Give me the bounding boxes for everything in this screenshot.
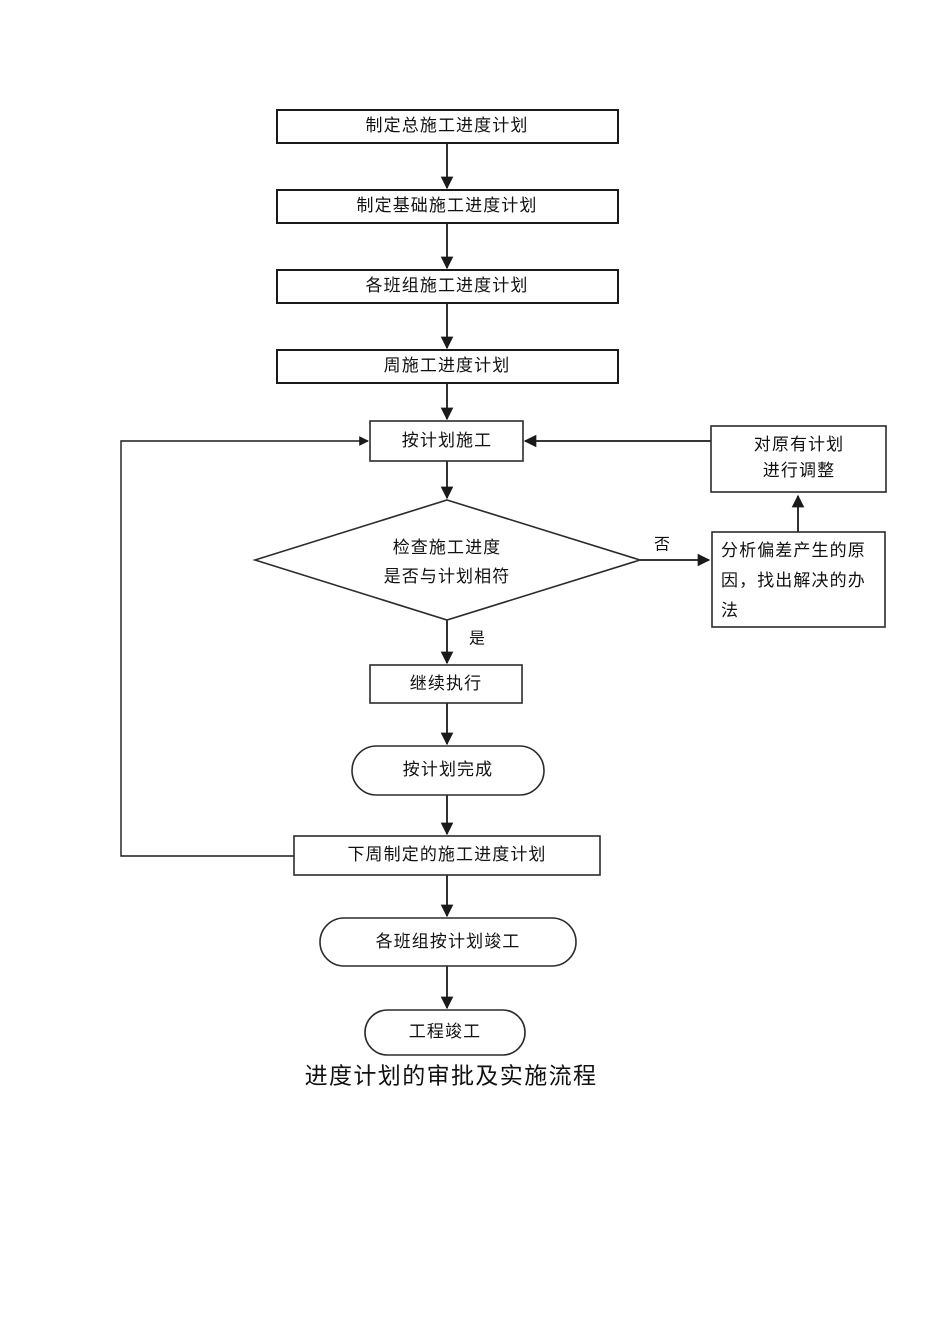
node-shape-rect bbox=[369, 664, 523, 704]
node-label: 按计划完成 bbox=[403, 760, 494, 779]
node-label-line1: 分析偏差产生的原 bbox=[721, 541, 866, 560]
node-team-schedule[interactable]: 各班组施工进度计划 bbox=[276, 269, 619, 304]
node-next-week-schedule[interactable]: 下周制定的施工进度计划 bbox=[293, 835, 601, 876]
edges-layer bbox=[120, 143, 805, 1010]
node-shape-diamond bbox=[252, 499, 643, 621]
node-continue-execution[interactable]: 继续执行 bbox=[369, 664, 523, 704]
diagram-caption: 进度计划的审批及实施流程 bbox=[305, 1063, 598, 1088]
node-label: 下周制定的施工进度计划 bbox=[347, 845, 546, 864]
node-label-line1: 检查施工进度 bbox=[393, 538, 502, 557]
node-label-line2: 进行调整 bbox=[763, 461, 835, 480]
node-teams-finish-per-plan[interactable]: 各班组按计划竣工 bbox=[319, 917, 577, 967]
node-label-line2: 是否与计划相符 bbox=[384, 567, 511, 586]
node-label: 各班组按计划竣工 bbox=[376, 932, 521, 951]
node-label: 制定总施工进度计划 bbox=[366, 116, 529, 135]
node-shape-rect bbox=[710, 425, 887, 493]
node-shape-rect bbox=[711, 531, 886, 628]
node-shape-stadium bbox=[319, 917, 577, 967]
node-label-line2: 因，找出解决的办 bbox=[721, 571, 866, 590]
node-adjust-original-plan[interactable]: 对原有计划 进行调整 bbox=[710, 425, 887, 493]
node-shape-stadium bbox=[364, 1009, 526, 1056]
node-shape-rect bbox=[369, 420, 524, 462]
node-shape-rect bbox=[293, 835, 601, 876]
edge-label-yes: 是 bbox=[469, 631, 485, 648]
node-make-master-schedule[interactable]: 制定总施工进度计划 bbox=[276, 109, 619, 144]
node-shape-rect bbox=[276, 109, 619, 144]
node-shape-rect bbox=[276, 349, 619, 384]
node-check-progress-decision[interactable]: 检查施工进度 是否与计划相符 bbox=[252, 499, 643, 621]
node-shape-rect bbox=[276, 189, 619, 224]
node-label: 制定基础施工进度计划 bbox=[357, 196, 538, 215]
node-label: 周施工进度计划 bbox=[384, 356, 511, 375]
node-analyze-deviation[interactable]: 分析偏差产生的原 因，找出解决的办 法 bbox=[711, 531, 886, 628]
node-weekly-schedule[interactable]: 周施工进度计划 bbox=[276, 349, 619, 384]
node-label: 继续执行 bbox=[410, 674, 482, 693]
node-label: 按计划施工 bbox=[402, 431, 493, 450]
node-shape-stadium bbox=[351, 745, 545, 796]
node-make-foundation-schedule[interactable]: 制定基础施工进度计划 bbox=[276, 189, 619, 224]
node-project-completion[interactable]: 工程竣工 bbox=[364, 1009, 526, 1056]
node-shape-rect bbox=[276, 269, 619, 304]
node-label: 各班组施工进度计划 bbox=[366, 276, 529, 295]
node-construct-per-plan[interactable]: 按计划施工 bbox=[369, 420, 524, 462]
node-label-line1: 对原有计划 bbox=[754, 435, 845, 454]
edge-label-no: 否 bbox=[654, 537, 670, 554]
node-label-line3: 法 bbox=[721, 601, 739, 620]
edge-n9-n5-feedback bbox=[120, 436, 369, 857]
node-completed-per-plan[interactable]: 按计划完成 bbox=[351, 745, 545, 796]
node-label: 工程竣工 bbox=[409, 1022, 481, 1041]
